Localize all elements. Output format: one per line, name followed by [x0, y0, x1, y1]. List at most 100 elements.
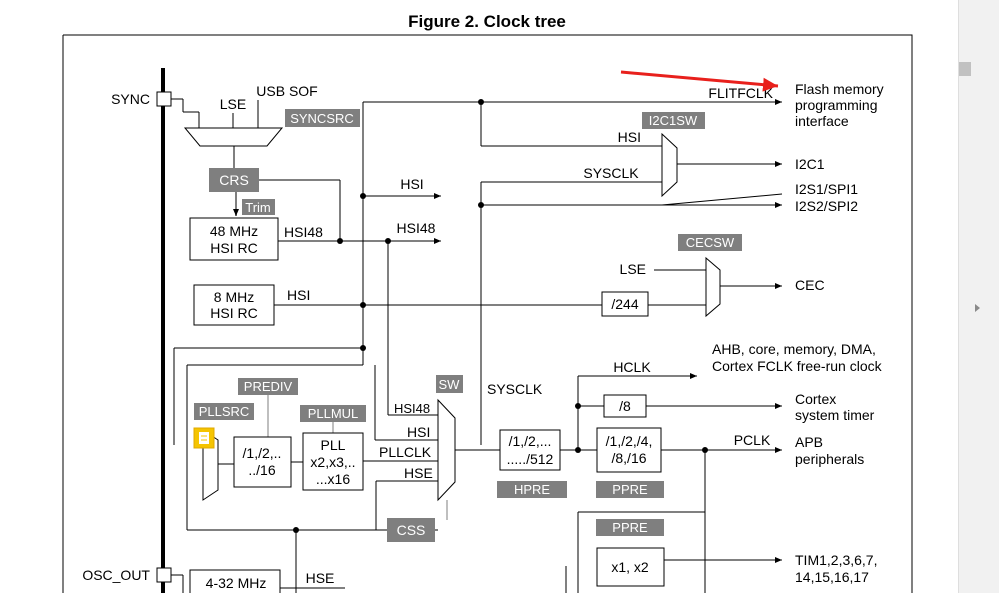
- svg-text:/1,/2,/4,: /1,/2,/4,: [606, 433, 653, 449]
- svg-text:PPRE: PPRE: [612, 482, 648, 497]
- svg-text:...x16: ...x16: [316, 471, 350, 487]
- svg-text:AHB, core, memory, DMA,: AHB, core, memory, DMA,: [712, 341, 876, 357]
- cecsw-tag: [678, 234, 742, 251]
- lse-top-label: LSE: [220, 96, 246, 112]
- trim-tag: [242, 199, 275, 215]
- svg-text:PLLMUL: PLLMUL: [308, 406, 359, 421]
- clock-tree-diagram: Figure 2. Clock tree SYNC LSE USB SOF SY…: [62, 12, 913, 598]
- pll-block: [302, 432, 364, 491]
- ppre-tag: [596, 481, 664, 498]
- osc-out-pin: [156, 567, 172, 583]
- svg-text:CSS: CSS: [397, 522, 426, 538]
- div244-block: [601, 291, 649, 317]
- scroll-thumb[interactable]: [959, 62, 971, 76]
- svg-text:/8,/16: /8,/16: [611, 450, 646, 466]
- document-viewer: Figure 2. Clock tree SYNC LSE USB SOF SY…: [62, 12, 913, 598]
- svg-text:14,15,16,17: 14,15,16,17: [795, 569, 869, 585]
- pllmul-tag: [300, 405, 366, 422]
- hsi48-rc-block: [189, 217, 279, 261]
- hsi48-out-label: HSI48: [397, 220, 436, 236]
- svg-text:CECSW: CECSW: [686, 235, 735, 250]
- diagram-frame: [63, 34, 913, 593]
- sw-tag: [436, 375, 463, 393]
- svg-text:/1,/2,...: /1,/2,...: [509, 433, 552, 449]
- svg-text:/8: /8: [619, 398, 631, 414]
- svg-text:HSI: HSI: [407, 424, 430, 440]
- prediv-block: [233, 436, 292, 488]
- svg-text:HPRE: HPRE: [514, 482, 550, 497]
- sw-mux: [437, 398, 456, 502]
- svg-text:HSI RC: HSI RC: [210, 305, 257, 321]
- svg-text:../16: ../16: [248, 462, 275, 478]
- syncsrc-tag: [285, 109, 360, 127]
- svg-text:x2,x3,..: x2,x3,..: [310, 454, 355, 470]
- svg-text:Flash memory: Flash memory: [795, 81, 884, 97]
- osc-out-label: OSC_OUT: [82, 567, 150, 583]
- svg-text:programming: programming: [795, 97, 877, 113]
- hsi-line-label: HSI: [287, 287, 310, 303]
- cecsw-mux: [705, 256, 721, 318]
- svg-text:LSE: LSE: [620, 261, 646, 277]
- svg-text:I2C1SW: I2C1SW: [649, 113, 698, 128]
- svg-text:system timer: system timer: [795, 407, 875, 423]
- hpre-block: [499, 429, 561, 471]
- sync-pin: [156, 91, 172, 107]
- ppre2-tag: [596, 519, 664, 536]
- usb-sof-label: USB SOF: [256, 83, 317, 99]
- css-block: [387, 518, 435, 542]
- svg-text:PLLCLK: PLLCLK: [379, 444, 432, 460]
- svg-text:Cortex: Cortex: [795, 391, 836, 407]
- figure-title: Figure 2. Clock tree: [408, 12, 566, 31]
- svg-text:PLL: PLL: [321, 437, 346, 453]
- svg-text:I2S2/SPI2: I2S2/SPI2: [795, 198, 858, 214]
- x1x2-block: [596, 547, 665, 587]
- svg-text:CEC: CEC: [795, 277, 825, 293]
- pllsrc-tag: [194, 403, 254, 420]
- svg-text:APB: APB: [795, 434, 823, 450]
- svg-text:PCLK: PCLK: [734, 432, 771, 448]
- svg-text:SYNCSRC: SYNCSRC: [290, 111, 354, 126]
- svg-text:x1, x2: x1, x2: [611, 559, 649, 575]
- hsi-rc-block: [193, 284, 275, 326]
- syncsrc-mux: [183, 127, 284, 147]
- sysclk-main-label: SYSCLK: [487, 381, 543, 397]
- svg-text:I2S1/SPI1: I2S1/SPI1: [795, 181, 858, 197]
- svg-text:HCLK: HCLK: [613, 359, 651, 375]
- ppre-block: [596, 427, 662, 473]
- svg-text:SYSCLK: SYSCLK: [583, 165, 639, 181]
- sync-label: SYNC: [111, 91, 150, 107]
- svg-text:HSE: HSE: [404, 465, 433, 481]
- flitfclk-label: FLITFCLK: [708, 85, 773, 101]
- svg-text:4-32 MHz: 4-32 MHz: [206, 575, 267, 591]
- svg-text:HSI48: HSI48: [394, 401, 430, 416]
- svg-text:/1,/2,..: /1,/2,..: [243, 445, 282, 461]
- hsi48-line-label: HSI48: [284, 224, 323, 240]
- svg-text:48 MHz: 48 MHz: [210, 223, 258, 239]
- svg-text:CRS: CRS: [219, 172, 249, 188]
- prediv-tag: [238, 378, 298, 395]
- svg-text:HSI RC: HSI RC: [210, 240, 257, 256]
- svg-text:peripherals: peripherals: [795, 451, 864, 467]
- svg-text:PREDIV: PREDIV: [244, 379, 293, 394]
- hsi-out-label: HSI: [400, 176, 423, 192]
- annotation-arrow: [620, 70, 779, 92]
- svg-text:PLLSRC: PLLSRC: [199, 404, 250, 419]
- svg-text:8 MHz: 8 MHz: [214, 289, 254, 305]
- svg-text:Trim: Trim: [245, 200, 271, 215]
- svg-text:interface: interface: [795, 113, 849, 129]
- svg-text:HSI: HSI: [618, 129, 641, 145]
- i2c1sw-tag: [642, 112, 705, 129]
- svg-text:Cortex FCLK free-run clock: Cortex FCLK free-run clock: [712, 358, 883, 374]
- svg-text:TIM1,2,3,6,7,: TIM1,2,3,6,7,: [795, 552, 877, 568]
- svg-text:SW: SW: [439, 377, 461, 392]
- svg-text:...../512: ...../512: [507, 451, 554, 467]
- vertical-scrollbar[interactable]: [958, 0, 999, 593]
- i2c1sw-mux: [661, 132, 678, 198]
- svg-text:I2C1: I2C1: [795, 156, 825, 172]
- svg-text:HSE: HSE: [306, 570, 335, 586]
- crs-block: [209, 168, 259, 192]
- expand-arrow-icon[interactable]: [975, 304, 980, 312]
- svg-text:/244: /244: [611, 296, 638, 312]
- svg-text:PPRE: PPRE: [612, 520, 648, 535]
- hpre-tag: [497, 481, 567, 498]
